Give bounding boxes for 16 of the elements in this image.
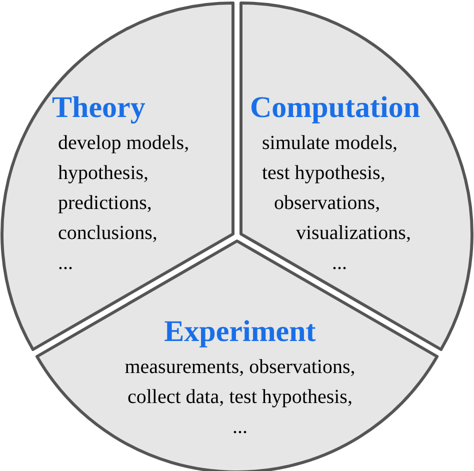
sector-item: test hypothesis, xyxy=(262,161,386,186)
sector-item: ... xyxy=(332,251,347,276)
sector-heading: Experiment xyxy=(164,314,316,350)
sector-item: ... xyxy=(232,415,248,440)
sector-item: predictions, xyxy=(58,191,152,216)
sector-item: collect data, test hypothesis, xyxy=(128,385,352,410)
sector-item: visualizations, xyxy=(296,221,411,246)
sector-item: simulate models, xyxy=(262,131,398,156)
sector-heading: Computation xyxy=(250,90,420,126)
sector-item: observations, xyxy=(274,191,380,216)
sector-item: hypothesis, xyxy=(58,161,149,186)
sector-heading: Theory xyxy=(52,90,146,126)
sector-item: develop models, xyxy=(58,131,190,156)
sector-item: conclusions, xyxy=(58,221,158,246)
sector-item: measurements, observations, xyxy=(124,355,356,380)
sector-item: ... xyxy=(58,251,73,276)
